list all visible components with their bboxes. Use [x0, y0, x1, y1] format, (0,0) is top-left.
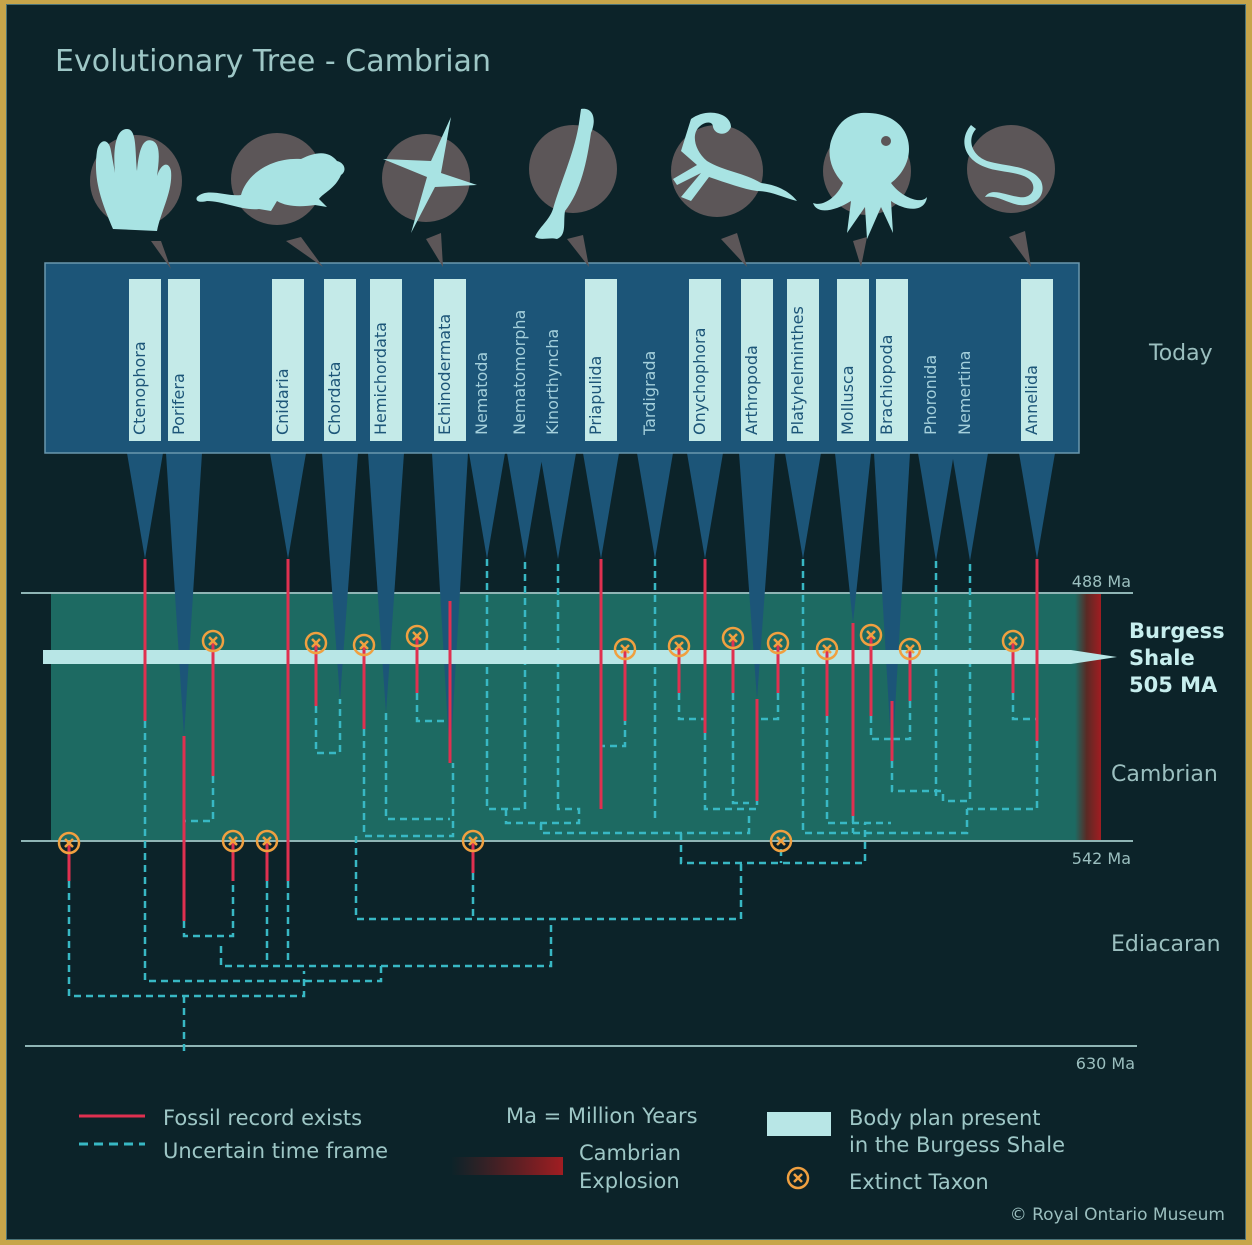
- uncertain-timeframe-line: [221, 921, 551, 966]
- worm-icon: [964, 125, 1055, 267]
- taxon-spike: [785, 453, 821, 559]
- legend-explosion-label-1: Cambrian: [579, 1141, 681, 1165]
- burgess-shale-bar: [43, 650, 1117, 664]
- legend-extinct-icon: [788, 1168, 808, 1188]
- taxon-label: Ctenophora: [130, 341, 149, 435]
- taxon-label: Nematomorpha: [510, 310, 529, 435]
- mouse-icon: [196, 133, 344, 267]
- taxon-label: Echinodermata: [435, 314, 454, 435]
- burgess-label-1: Burgess: [1129, 619, 1225, 643]
- legend-body-plan-label-1: Body plan present: [849, 1106, 1041, 1130]
- taxon-label: Cnidaria: [273, 368, 292, 435]
- taxon-label: Nematoda: [472, 352, 491, 435]
- taxon-label: Nemertina: [955, 351, 974, 435]
- taxon-label: Porifera: [169, 373, 188, 435]
- taxon-spike: [127, 453, 163, 559]
- taxon-spike: [540, 453, 576, 559]
- priapulid-worm-icon: [529, 109, 617, 267]
- taxon-spike: [1019, 453, 1055, 559]
- taxon-label: Arthropoda: [742, 345, 761, 435]
- legend-ma-label: Ma = Million Years: [506, 1104, 698, 1128]
- taxon-label: Hemichordata: [371, 322, 390, 435]
- taxon-label: Phoronida: [921, 355, 940, 435]
- label-today: Today: [1148, 341, 1213, 366]
- scorpion-icon: [671, 113, 797, 267]
- label-488-ma: 488 Ma: [1072, 572, 1131, 591]
- taxon-spike: [469, 453, 505, 559]
- legend-body-plan-swatch: [767, 1112, 831, 1136]
- label-542-ma: 542 Ma: [1072, 849, 1131, 868]
- taxon-spike: [918, 453, 954, 561]
- credit-text: © Royal Ontario Museum: [1010, 1205, 1225, 1225]
- label-cambrian: Cambrian: [1111, 762, 1218, 787]
- starfish-icon: [382, 117, 477, 267]
- taxon-spike: [637, 453, 673, 559]
- taxon-spike: [583, 453, 619, 559]
- diagram-title: Evolutionary Tree - Cambrian: [55, 44, 491, 79]
- legend-explosion-swatch: [451, 1157, 563, 1175]
- stage: Evolutionary Tree - Cambrian 488 Ma 542 …: [6, 4, 1246, 1240]
- taxon-label: Tardigrada: [640, 351, 659, 436]
- taxon-spike: [687, 453, 723, 559]
- legend-body-plan-label-2: in the Burgess Shale: [849, 1133, 1065, 1157]
- cambrian-band: [51, 593, 1101, 841]
- taxon-label: Kinorthyncha: [543, 329, 562, 435]
- legend-uncertain-label: Uncertain time frame: [163, 1139, 388, 1163]
- legend-extinct-label: Extinct Taxon: [849, 1170, 989, 1194]
- legend-explosion-label-2: Explosion: [579, 1169, 680, 1193]
- taxon-label: Priapulida: [586, 356, 605, 435]
- taxon-label: Platyhelminthes: [788, 306, 807, 435]
- taxon-spike: [507, 453, 543, 559]
- label-ediacaran: Ediacaran: [1111, 932, 1221, 957]
- evolutionary-tree-diagram: Evolutionary Tree - Cambrian 488 Ma 542 …: [7, 5, 1246, 1240]
- taxon-label: Brachiopoda: [877, 335, 896, 435]
- burgess-label-2: Shale: [1129, 646, 1195, 670]
- uncertain-timeframe-line: [69, 881, 304, 996]
- taxon-spike: [270, 453, 306, 559]
- sponge-icon: [90, 129, 182, 269]
- taxon-label: Mollusca: [838, 365, 857, 435]
- taxon-spike: [952, 453, 988, 561]
- cambrian-explosion-band: [1075, 593, 1101, 841]
- octopus-icon: [813, 113, 927, 267]
- burgess-label-3: 505 MA: [1129, 673, 1218, 697]
- legend-fossil-label: Fossil record exists: [163, 1106, 362, 1130]
- taxon-label: Annelida: [1022, 365, 1041, 435]
- taxon-label: Onychophora: [690, 328, 709, 435]
- label-630-ma: 630 Ma: [1076, 1054, 1135, 1073]
- taxon-label: Chordata: [325, 362, 344, 435]
- uncertain-timeframe-line: [184, 881, 233, 936]
- uncertain-timeframe-line: [356, 836, 741, 919]
